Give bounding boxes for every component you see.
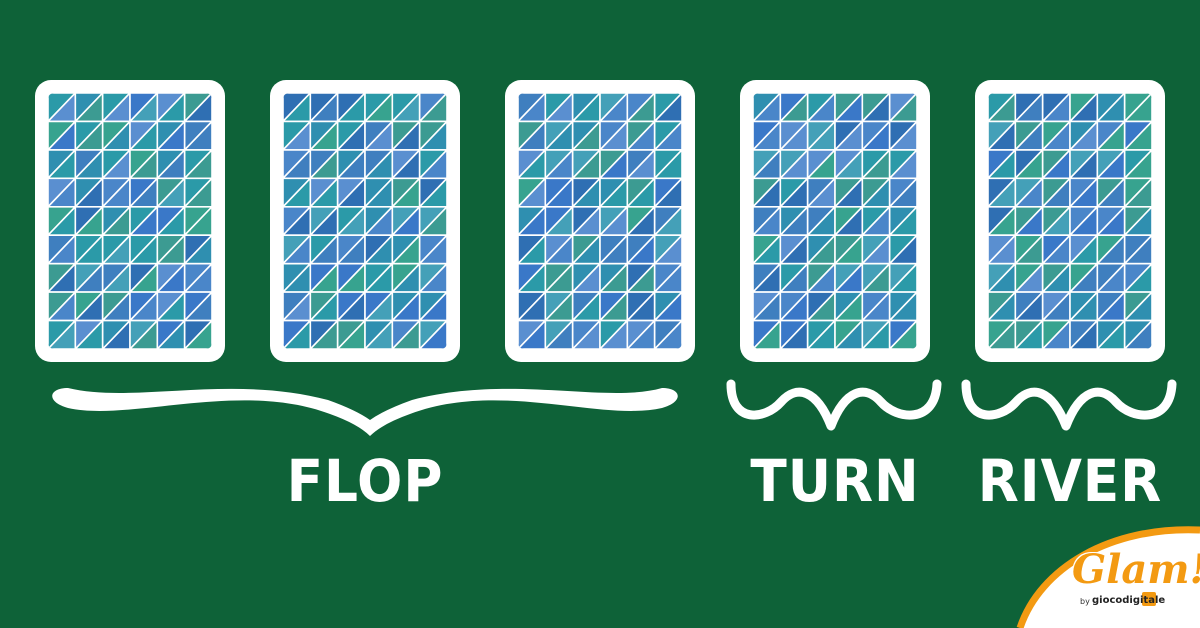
card-back-flop-2 bbox=[270, 80, 460, 362]
brand-logo: Glam! by giocodigitale bbox=[980, 518, 1200, 628]
turn-label: TURN bbox=[750, 447, 920, 515]
card-tile bbox=[183, 319, 212, 349]
card-tile bbox=[1123, 319, 1152, 349]
card-back-pattern bbox=[518, 93, 682, 349]
card-back-turn bbox=[740, 80, 930, 362]
card-tile bbox=[418, 319, 447, 349]
triangle-tile-grid bbox=[753, 93, 917, 349]
card-tile bbox=[653, 319, 682, 349]
card-back-river bbox=[975, 80, 1165, 362]
logo-wordmark: Glam! bbox=[1072, 546, 1200, 593]
card-back-pattern bbox=[988, 93, 1152, 349]
turn-wave-icon bbox=[726, 379, 942, 431]
logo-brand-text: giocodigitale bbox=[1092, 595, 1166, 606]
card-back-pattern bbox=[48, 93, 212, 349]
flop-label: FLOP bbox=[286, 447, 444, 515]
triangle-tile-grid bbox=[988, 93, 1152, 349]
card-back-flop-3 bbox=[505, 80, 695, 362]
triangle-tile-grid bbox=[283, 93, 447, 349]
river-label: RIVER bbox=[977, 447, 1163, 515]
triangle-tile-grid bbox=[518, 93, 682, 349]
card-back-pattern bbox=[283, 93, 447, 349]
triangle-tile-grid bbox=[48, 93, 212, 349]
flop-brace-icon bbox=[52, 388, 678, 436]
logo-by-text: by bbox=[1080, 597, 1090, 606]
card-back-flop-1 bbox=[35, 80, 225, 362]
card-back-pattern bbox=[753, 93, 917, 349]
logo-swoosh-icon bbox=[1016, 526, 1200, 628]
card-tile bbox=[888, 319, 917, 349]
river-wave-icon bbox=[961, 379, 1177, 431]
